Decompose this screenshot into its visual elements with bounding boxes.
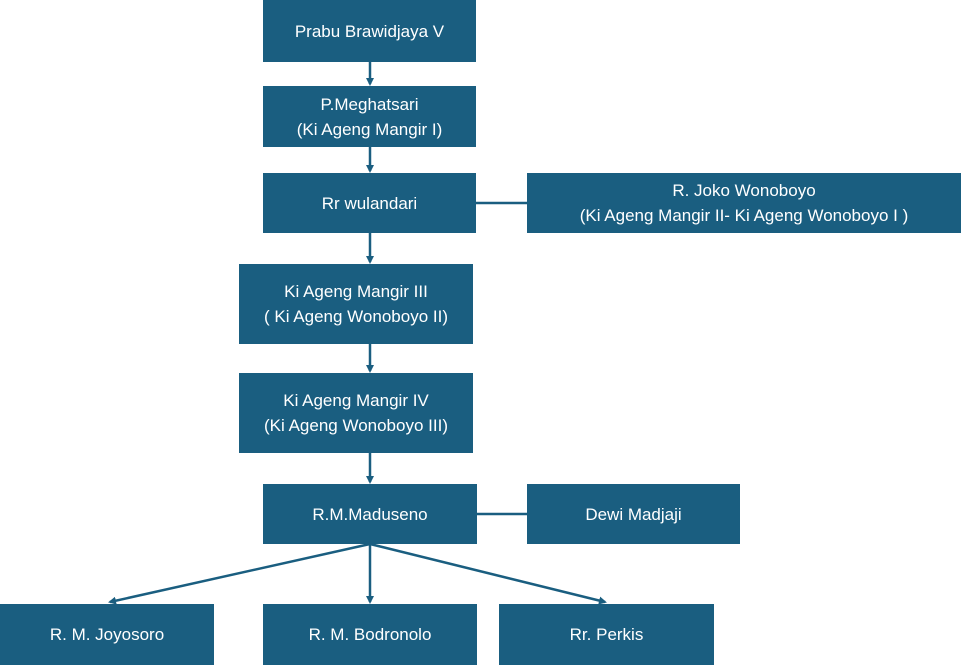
node-label: R. Joko Wonoboyo	[672, 181, 816, 200]
node-rm-maduseno: R.M.Maduseno	[263, 484, 477, 544]
arrow-maduseno-perkis	[369, 542, 607, 605]
node-sublabel: (Ki Ageng Mangir II- Ki Ageng Wonoboyo I…	[579, 206, 909, 225]
node-joko-wonoboyo: R. Joko Wonoboyo (Ki Ageng Mangir II- Ki…	[527, 173, 961, 233]
node-label: R. M. Joyosoro	[49, 625, 165, 644]
node-label: Rr wulandari	[321, 193, 418, 213]
node-label: R. M. Bodronolo	[308, 625, 432, 644]
node-label: Rr. Perkis	[569, 625, 644, 644]
node-sublabel: ( Ki Ageng Wonoboyo II)	[264, 307, 448, 326]
node-rr-perkis: Rr. Perkis	[499, 604, 714, 665]
node-label: Dewi Madjaji	[585, 504, 682, 524]
node-rm-bodronolo: R. M. Bodronolo	[263, 604, 477, 665]
arrow-maduseno-joyosoro	[108, 542, 371, 605]
node-label: Prabu Brawidjaya V	[294, 21, 445, 41]
node-label: Ki Ageng Mangir IV	[283, 391, 429, 410]
node-meghatsari: P.Meghatsari (Ki Ageng Mangir I)	[263, 86, 476, 147]
node-ki-ageng-mangir-iv: Ki Ageng Mangir IV (Ki Ageng Wonoboyo II…	[239, 373, 473, 453]
node-dewi-madjaji: Dewi Madjaji	[527, 484, 740, 544]
node-rr-wulandari: Rr wulandari	[263, 173, 476, 233]
node-prabu-brawidjaya: Prabu Brawidjaya V	[263, 0, 476, 62]
node-label: R.M.Maduseno	[312, 504, 428, 524]
node-label: Ki Ageng Mangir III	[284, 282, 428, 301]
node-rm-joyosoro: R. M. Joyosoro	[0, 604, 214, 665]
node-ki-ageng-mangir-iii: Ki Ageng Mangir III ( Ki Ageng Wonoboyo …	[239, 264, 473, 344]
node-label: P.Meghatsari	[320, 94, 419, 114]
node-sublabel: (Ki Ageng Wonoboyo III)	[264, 416, 448, 435]
node-sublabel: (Ki Ageng Mangir I)	[296, 119, 443, 139]
